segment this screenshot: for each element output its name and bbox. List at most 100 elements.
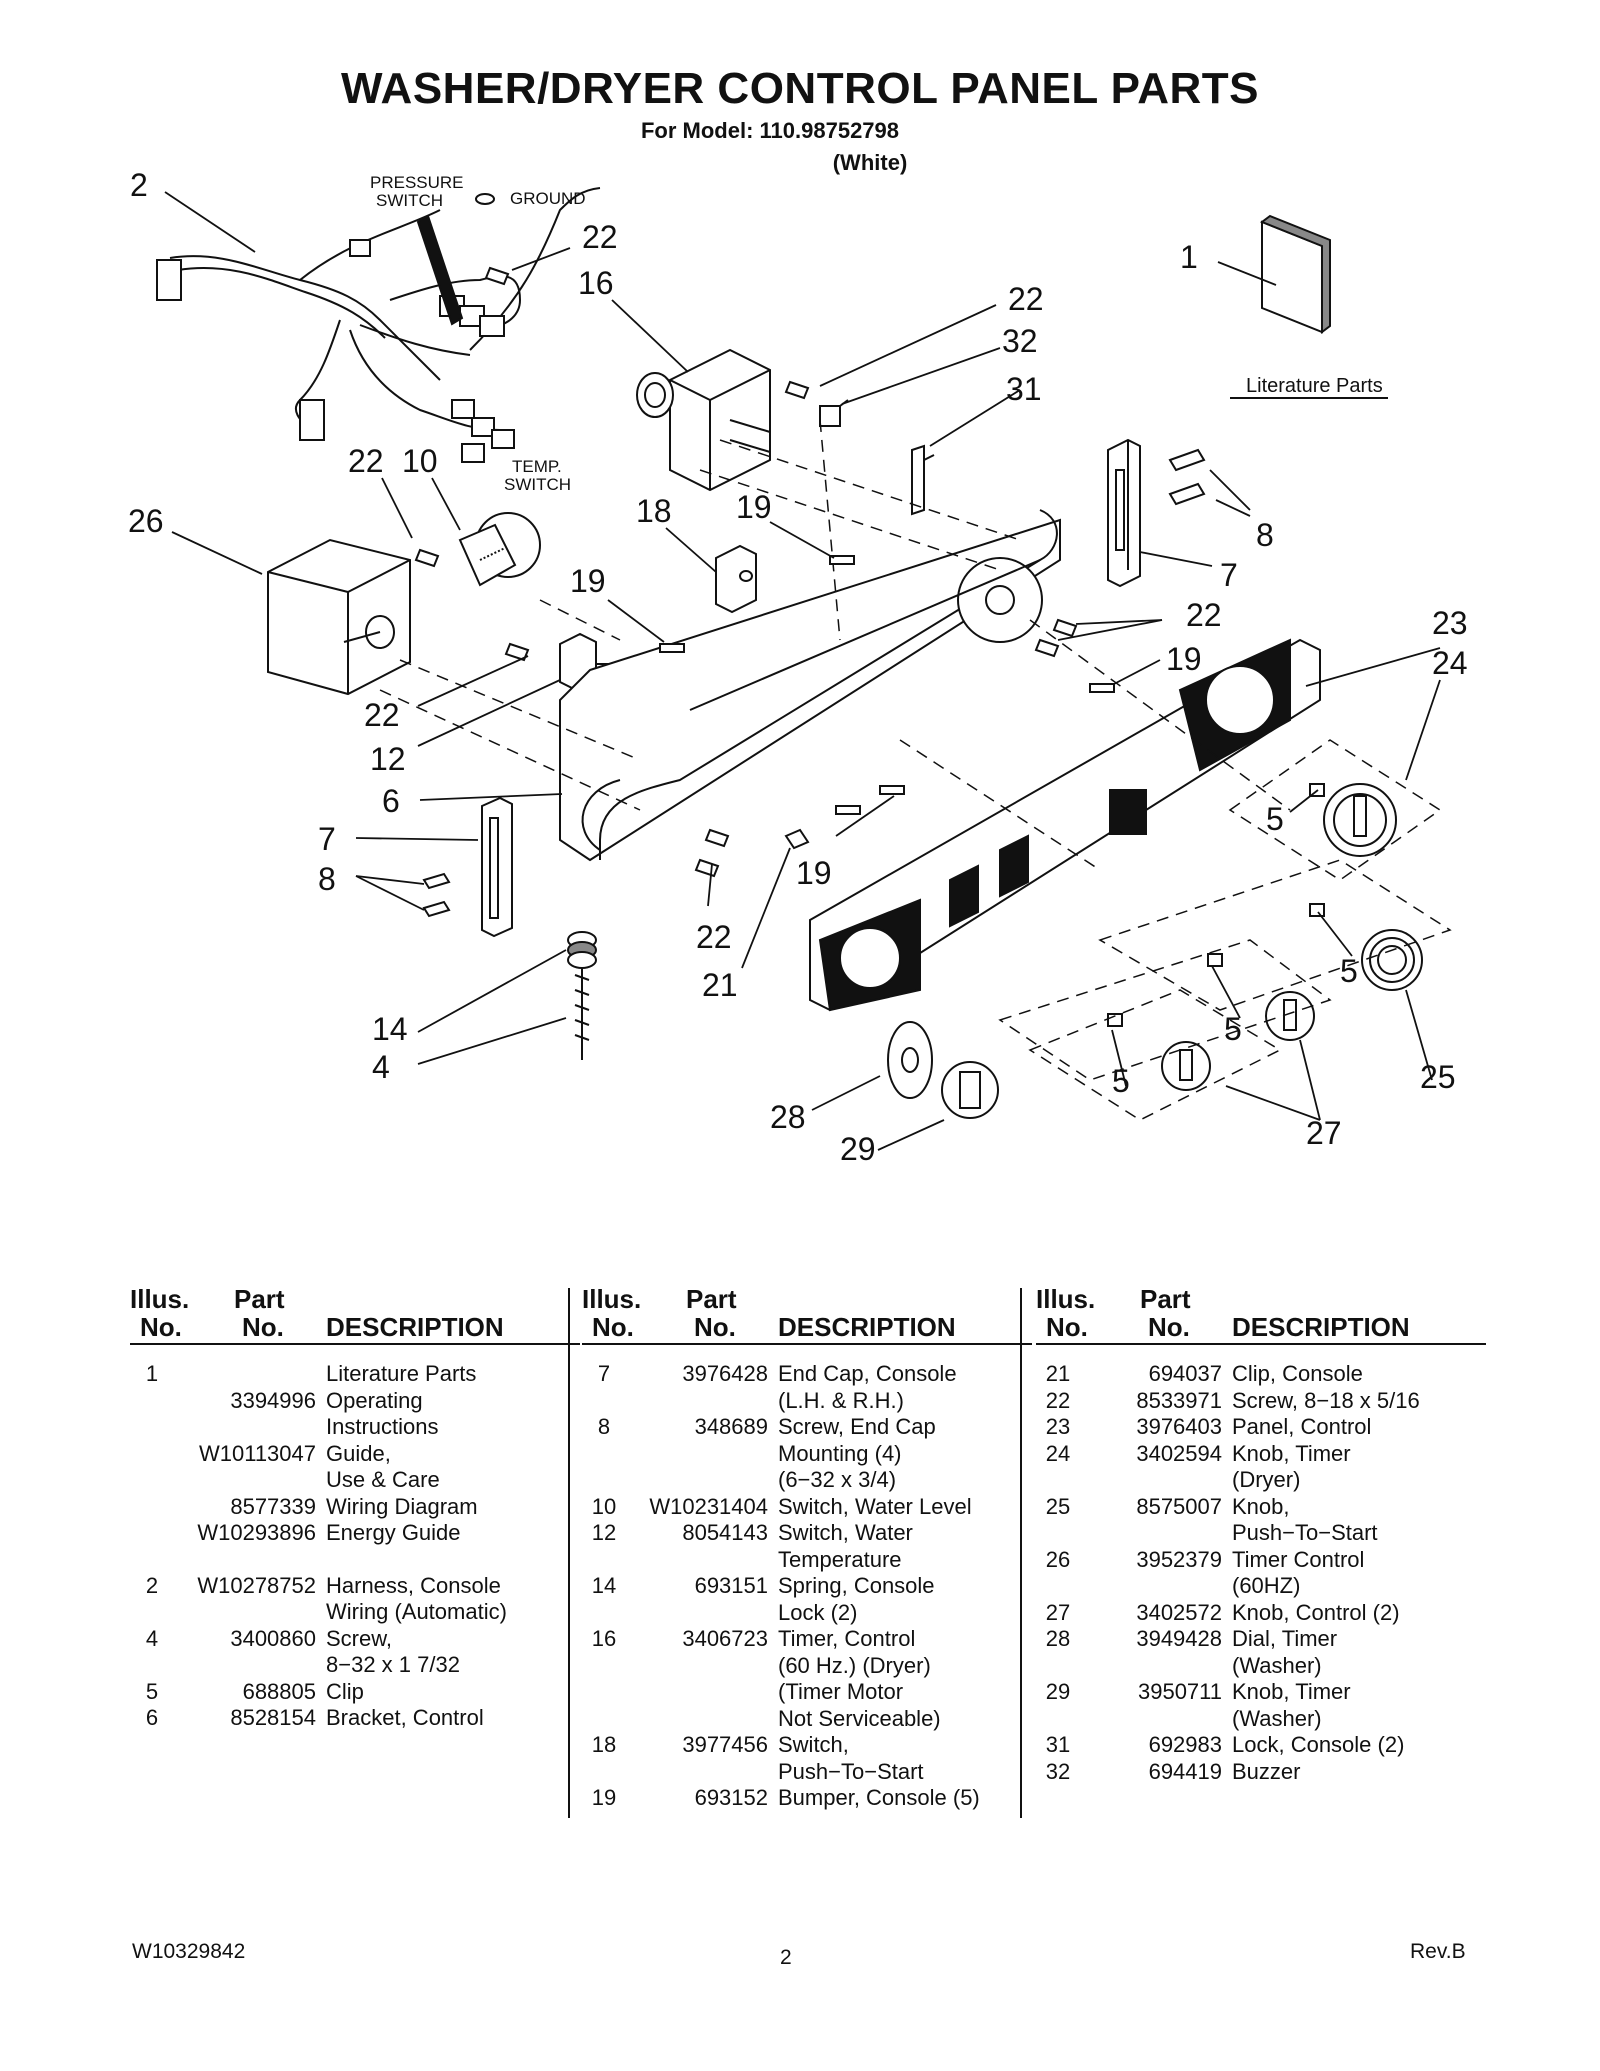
- callout: 26: [128, 503, 164, 539]
- push-to-start-knob: [1361, 929, 1423, 991]
- callout: 22: [696, 919, 732, 955]
- part-description: Panel, Control: [1232, 1414, 1372, 1439]
- part-description: Screw, End Cap Mounting (4) (6−32 x 3/4): [778, 1414, 936, 1492]
- table-row: 7 3976428 End Cap, Console (L.H. & R.H.): [582, 1361, 1032, 1414]
- parts-table-2: Illus. No. Part No. DESCRIPTION 7 3976428…: [582, 1285, 1032, 1812]
- table-row: 8 348689 Screw, End Cap Mounting (4) (6−32…: [582, 1414, 1032, 1494]
- console-clip: [784, 828, 810, 850]
- callout-numbers: 2 22 16 1 22 32 31 22 10 26 18 19 8 7 19…: [128, 167, 1468, 1167]
- callout: 16: [578, 265, 614, 301]
- callout: 25: [1420, 1059, 1456, 1095]
- table-row: [130, 1547, 580, 1573]
- part-description: Knob, Push−To−Start: [1232, 1493, 1378, 1546]
- assembly-lines: [379, 419, 1452, 1121]
- illus-number: 23: [1045, 1414, 1071, 1439]
- illus-header-2: No.: [592, 1312, 634, 1342]
- part-number: 3394996: [230, 1387, 316, 1413]
- part-description: Buzzer: [1232, 1758, 1301, 1784]
- part-description: Switch, Water Level: [778, 1493, 972, 1519]
- illus-header-2: No.: [1046, 1312, 1088, 1342]
- end-cap-left: [481, 796, 513, 938]
- literature-parts-label: Literature Parts: [1246, 375, 1383, 397]
- pressure-switch-label-2: SWITCH: [376, 191, 443, 210]
- callout: 8: [318, 861, 336, 897]
- part-description: Switch, Water Temperature: [778, 1520, 913, 1572]
- callout: 21: [702, 967, 738, 1003]
- callout: 31: [1006, 371, 1042, 407]
- callout: 19: [570, 563, 606, 599]
- callout: 2: [130, 167, 148, 203]
- timer-knob-washer: [941, 1061, 999, 1119]
- part-number: 8575007: [1136, 1493, 1222, 1519]
- illus-number: 27: [1045, 1599, 1071, 1625]
- callout: 14: [372, 1011, 408, 1047]
- illus-number: 7: [597, 1361, 611, 1386]
- part-description: Bracket, Control: [326, 1705, 484, 1730]
- part-description: Timer, Control (60 Hz.) (Dryer) (Timer M…: [778, 1626, 941, 1731]
- illus-number: 12: [591, 1520, 617, 1545]
- part-number: W10293896: [197, 1520, 316, 1545]
- callout: 6: [382, 783, 400, 819]
- screws-and-bumpers: [414, 266, 1115, 878]
- control-knob-1: [1265, 991, 1315, 1041]
- illus-number: 31: [1045, 1732, 1071, 1757]
- buzzer: [819, 399, 849, 427]
- table-header: Illus. No. Part No. DESCRIPTION: [582, 1285, 1032, 1345]
- part-number: 348689: [694, 1414, 768, 1439]
- part-number: W10231404: [649, 1493, 768, 1519]
- illus-number: 29: [1045, 1679, 1071, 1704]
- part-number: 3977456: [682, 1732, 768, 1757]
- illus-number: 8: [597, 1414, 611, 1439]
- part-number: 8533971: [1136, 1387, 1222, 1413]
- illus-header: Illus.: [130, 1284, 190, 1314]
- part-number: 3976428: [682, 1361, 768, 1386]
- description-header: DESCRIPTION: [778, 1312, 956, 1342]
- column-divider: [568, 1288, 570, 1818]
- console-lock-spring: [567, 931, 597, 969]
- column-divider: [1020, 1288, 1022, 1818]
- callout: 22: [348, 443, 384, 479]
- callout: 4: [372, 1049, 390, 1085]
- part-description: Screw, 8−32 x 1 7/32: [326, 1625, 460, 1678]
- illus-number: 4: [145, 1625, 159, 1651]
- callout: 10: [402, 443, 438, 479]
- illus-number: 21: [1045, 1361, 1071, 1386]
- illus-number: 18: [591, 1732, 617, 1757]
- part-description: Harness, Console Wiring (Automatic): [326, 1572, 507, 1625]
- callout: 5: [1340, 953, 1358, 989]
- illus-number: 26: [1045, 1546, 1071, 1572]
- end-cap-right: [1107, 438, 1141, 588]
- table-header: Illus. No. Part No. DESCRIPTION: [1036, 1285, 1486, 1345]
- control-bracket: [559, 509, 1061, 862]
- part-number: 3402572: [1136, 1599, 1222, 1625]
- control-timer: [636, 348, 771, 492]
- table-row: 12 8054143 Switch, Water Temperature: [582, 1520, 1032, 1573]
- part-description: Operating Instructions: [326, 1387, 439, 1440]
- page-title: WASHER/DRYER CONTROL PANEL PARTS: [340, 64, 1260, 113]
- part-header: Part: [1140, 1284, 1191, 1314]
- part-number: 3976403: [1136, 1414, 1222, 1439]
- part-description: End Cap, Console (L.H. & R.H.): [778, 1361, 957, 1413]
- callout: 5: [1224, 1011, 1242, 1047]
- part-number: 3402594: [1136, 1440, 1222, 1466]
- illus-number: 2: [145, 1572, 159, 1598]
- part-number: W10278752: [197, 1572, 316, 1598]
- callout: 29: [840, 1131, 876, 1167]
- part-number: 8054143: [682, 1520, 768, 1545]
- illus-number: 10: [591, 1493, 617, 1519]
- part-number: 3400860: [230, 1625, 316, 1651]
- callout: 28: [770, 1099, 806, 1135]
